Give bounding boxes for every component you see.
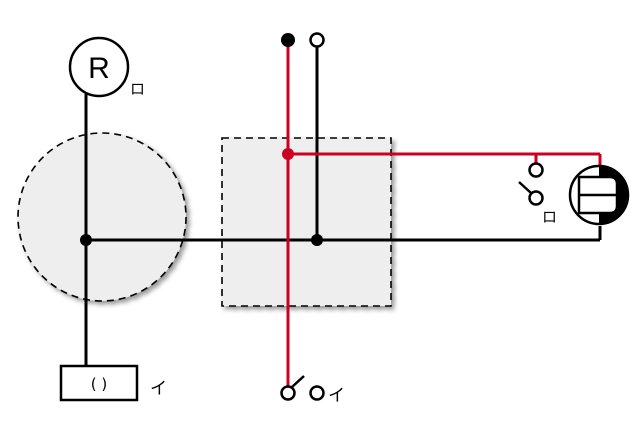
- junction-dot-red: [282, 148, 294, 160]
- lamp-icon: [568, 164, 630, 226]
- switch-lever-right: [518, 181, 532, 194]
- outlet-suffix-label: イ: [150, 379, 167, 399]
- junction-box: [221, 137, 392, 307]
- outlet-box: ( ) イ: [59, 364, 167, 402]
- switch-bottom-label: イ: [328, 386, 345, 406]
- junction-circle: [17, 132, 187, 302]
- outlet-rect: [59, 364, 139, 402]
- junction-dot-center: [311, 234, 323, 246]
- outlet-text: ( ): [91, 375, 107, 393]
- switch-right: ロ: [518, 162, 557, 226]
- switch-bottom: イ: [280, 375, 345, 406]
- r-suffix-label: ロ: [130, 80, 145, 98]
- switch-lever: [291, 375, 305, 388]
- switch-contact: [309, 385, 325, 401]
- terminal-open: [309, 32, 325, 48]
- switch-icon: [280, 385, 296, 401]
- junction-dot-left: [80, 234, 92, 246]
- terminal-filled: [281, 33, 295, 47]
- switch-contact-bottom: [528, 190, 544, 206]
- switch-contact-top: [528, 162, 544, 178]
- r-text: R: [88, 52, 110, 85]
- switch-right-label: ロ: [542, 208, 557, 226]
- red-wires: [286, 40, 602, 386]
- r-circle: [68, 36, 130, 98]
- r-symbol: R ロ: [68, 36, 145, 98]
